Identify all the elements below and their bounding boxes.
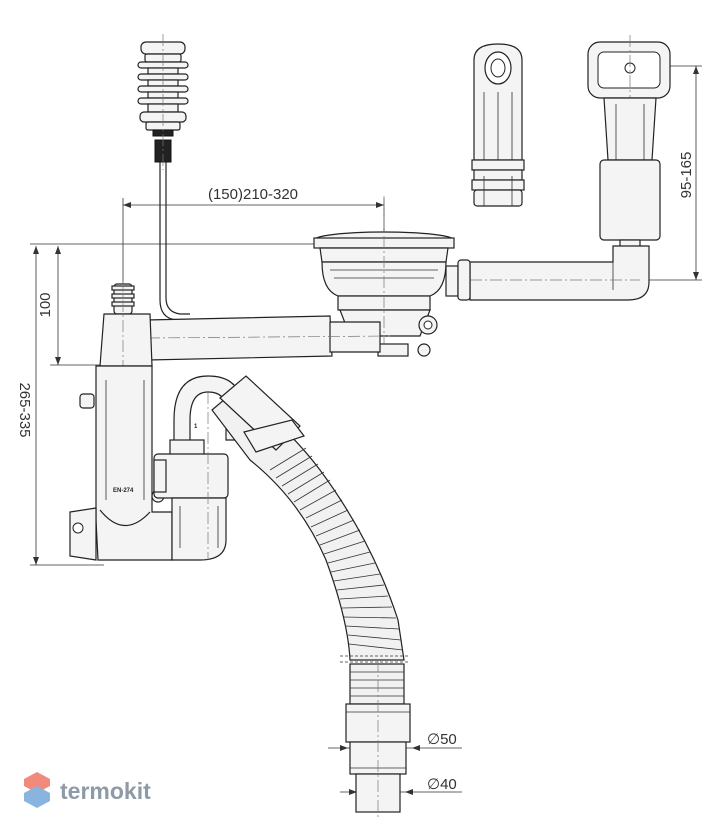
logo-hexagon-bottom-icon	[24, 786, 50, 808]
logo-hexagon-top-icon	[24, 772, 50, 793]
hose-ribs-lower	[350, 671, 404, 697]
sink-drain-basket	[313, 196, 471, 357]
dimension-width-label: (150)210-320	[208, 186, 298, 203]
vertical-overflow-column: EN-274	[69, 280, 173, 561]
dimension-265-335-label: 265-335	[16, 382, 33, 437]
corrugated-hose	[211, 375, 411, 820]
horizontal-overflow-pipe	[145, 315, 391, 361]
diameter-40-label: ∅40	[427, 776, 457, 793]
hose-ribs	[269, 447, 404, 651]
diameter-50-label: ∅50	[427, 731, 457, 748]
en-274-label: EN-274	[113, 488, 134, 494]
dimension-lines: (150)210-320 100 265-335 95-165 ∅50 ∅40	[16, 65, 702, 795]
dimension-100-label: 100	[37, 292, 54, 317]
brand-name: termokit	[60, 778, 151, 804]
brand-logo: termokit	[24, 772, 151, 808]
overflow-control-knob	[137, 34, 190, 321]
dimension-95-165-label: 95-165	[678, 152, 695, 199]
marker-1-label: 1	[194, 424, 198, 430]
overflow-head-part	[469, 35, 671, 301]
overflow-elbow-part	[471, 43, 525, 207]
